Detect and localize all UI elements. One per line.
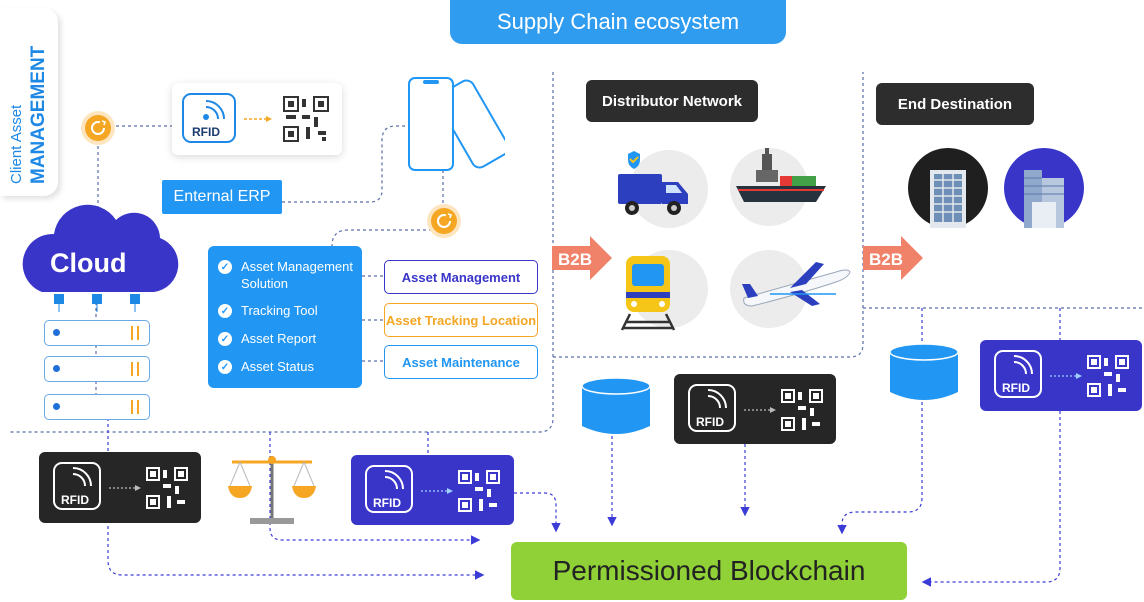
- smartphone-icon: [408, 77, 505, 171]
- building-icon: [908, 148, 988, 228]
- sync-icon: [431, 208, 457, 234]
- rfid-label: RFID: [696, 415, 724, 429]
- check-icon: ✓: [218, 304, 232, 318]
- arrow-right-icon: [552, 236, 612, 280]
- building-icon: [1004, 148, 1084, 228]
- database-icon: [581, 377, 651, 434]
- rfid-icon: [182, 93, 236, 143]
- rfid-card-client: RFID: [172, 83, 342, 155]
- rfid-label: RFID: [1002, 381, 1030, 395]
- side-tab-line1: Client Asset: [8, 104, 25, 184]
- asset-tracking-location-tag: Asset Tracking Location: [384, 303, 538, 337]
- rfid-icon: [688, 384, 736, 432]
- distributor-network-label: Distributor Network: [586, 80, 758, 122]
- qr-code-icon: [283, 96, 329, 142]
- server-icon: [44, 320, 150, 346]
- asset-item-label: Asset Report: [241, 331, 317, 346]
- rfid-card-distributor: RFID: [674, 374, 836, 444]
- rfid-label: RFID: [373, 496, 401, 510]
- airplane-icon: [742, 262, 851, 307]
- permissioned-blockchain-box: Permissioned Blockchain: [511, 542, 907, 600]
- end-destination-label: End Destination: [876, 83, 1034, 125]
- asset-item: ✓ Asset Management Solution: [218, 258, 358, 292]
- asset-management-tag: Asset Management: [384, 260, 538, 294]
- rfid-label: RFID: [61, 493, 89, 507]
- enternal-erp-box: Enternal ERP: [162, 180, 282, 214]
- rfid-card-bottom-indigo: RFID: [351, 455, 514, 525]
- rfid-icon: [365, 465, 413, 513]
- page-title: Supply Chain ecosystem: [450, 0, 786, 44]
- sync-icon: [85, 115, 111, 141]
- asset-item-label: Asset Management Solution: [241, 259, 354, 291]
- asset-item: ✓ Asset Status: [218, 358, 314, 375]
- asset-item: ✓ Asset Report: [218, 330, 316, 347]
- asset-maintenance-tag: Asset Maintenance: [384, 345, 538, 379]
- arrow-right-icon: [863, 236, 923, 280]
- rfid-card-bottom-dark: RFID: [39, 452, 201, 523]
- b2b-label: B2B: [869, 250, 904, 269]
- server-icon: [44, 394, 150, 420]
- balance-scale-icon: [228, 456, 316, 524]
- asset-solution-panel: ✓ Asset Management Solution ✓ Tracking T…: [208, 246, 362, 388]
- side-tab-line2: MANAGEMENT: [28, 45, 49, 184]
- check-icon: ✓: [218, 360, 232, 374]
- qr-code-icon: [458, 470, 500, 512]
- b2b-label: B2B: [558, 250, 593, 269]
- network-nodes: [54, 294, 140, 312]
- server-icon: [44, 356, 150, 382]
- cloud-icon: [22, 204, 179, 292]
- rfid-icon: [53, 462, 101, 510]
- rfid-card-destination: RFID: [980, 340, 1142, 411]
- asset-item: ✓ Tracking Tool: [218, 302, 318, 319]
- database-icon: [889, 343, 959, 400]
- delivery-truck-icon: [618, 151, 688, 215]
- asset-item-label: Asset Status: [241, 359, 314, 374]
- qr-code-icon: [781, 389, 823, 431]
- asset-item-label: Tracking Tool: [241, 303, 318, 318]
- rfid-label: RFID: [192, 125, 220, 139]
- qr-code-icon: [1087, 355, 1129, 397]
- cloud-label: Cloud: [50, 248, 127, 278]
- cargo-ship-icon: [736, 148, 826, 202]
- check-icon: ✓: [218, 332, 232, 346]
- rfid-icon: [994, 350, 1042, 398]
- client-asset-management-tab: Client Asset MANAGEMENT: [0, 8, 58, 196]
- check-icon: ✓: [218, 260, 232, 274]
- train-icon: [620, 256, 676, 331]
- qr-code-icon: [146, 467, 188, 509]
